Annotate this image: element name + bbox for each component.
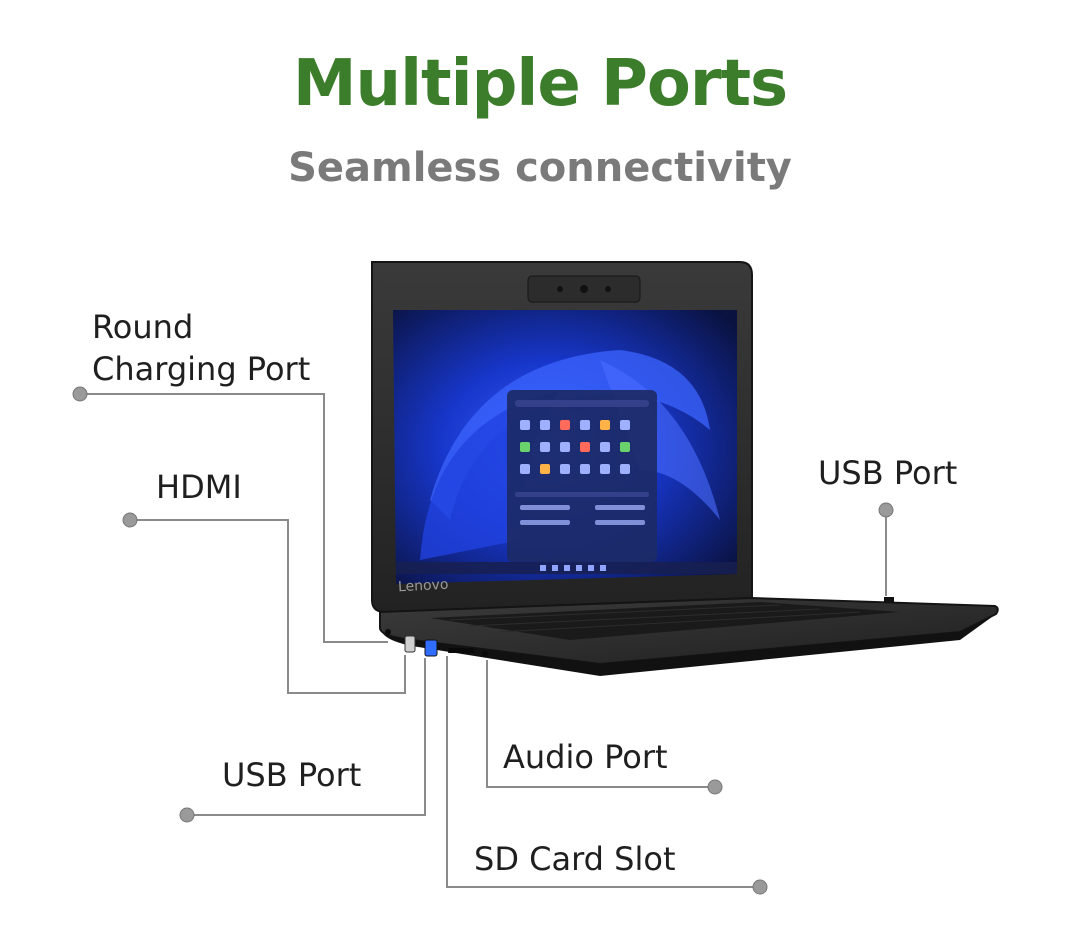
label-usb-right: USB Port	[818, 454, 958, 492]
leader-sd-card	[446, 656, 760, 888]
leader-round-charging	[80, 393, 388, 643]
page-title: Multiple Ports	[292, 47, 788, 121]
dot-round-charging	[72, 386, 88, 402]
start-menu	[507, 390, 657, 562]
brand-logo: Lenovo	[397, 576, 449, 596]
label-round-charging-line2: Charging Port	[92, 350, 311, 388]
label-audio: Audio Port	[503, 738, 668, 776]
label-sd-card: SD Card Slot	[474, 840, 676, 878]
label-round-charging: Round Charging Port	[92, 306, 310, 390]
label-hdmi: HDMI	[156, 468, 242, 506]
keyboard	[430, 602, 900, 640]
dot-hdmi	[122, 512, 138, 528]
leader-hdmi	[130, 519, 406, 694]
dot-usb-right	[878, 502, 894, 518]
page-subtitle: Seamless connectivity	[288, 145, 792, 191]
dot-audio	[707, 779, 723, 795]
label-round-charging-line1: Round	[92, 308, 194, 346]
dot-sd-card	[752, 879, 768, 895]
leader-usb-left	[187, 658, 426, 816]
label-usb-left: USB Port	[222, 756, 362, 794]
dot-usb-left	[179, 807, 195, 823]
leader-lines	[80, 393, 887, 888]
leader-audio	[486, 660, 715, 788]
